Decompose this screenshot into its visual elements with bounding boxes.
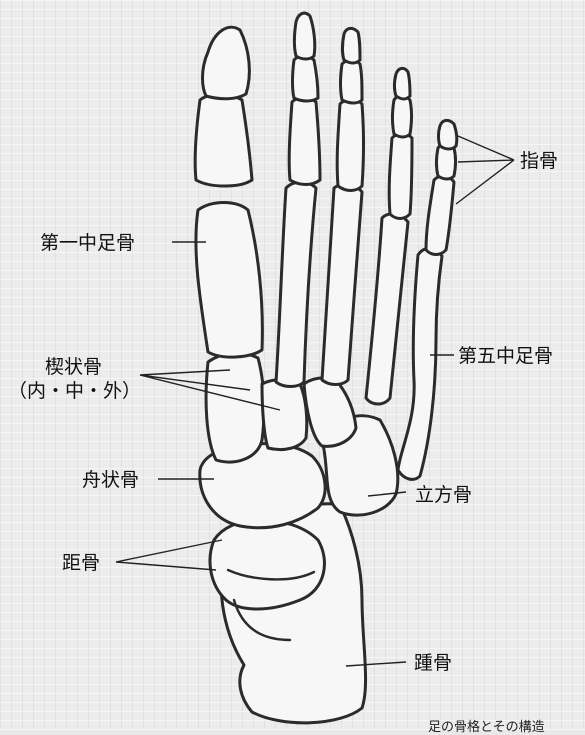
label-navicular: 舟状骨 [82,469,139,491]
label-phalanges: 指骨 [520,150,558,172]
toe-2-proximal-phalanx [289,98,320,185]
label-fifth-metatarsal: 第五中足骨 [458,345,553,367]
toe-4-middle-phalanx [393,96,412,138]
toe-4-distal-phalanx [395,68,411,99]
toe-2-middle-phalanx [293,56,319,102]
label-cuboid: 立方骨 [415,484,472,506]
toe-5-distal-phalanx [439,120,457,149]
toe-3-distal-phalanx [343,28,361,63]
label-talus: 距骨 [62,552,100,574]
toe-1-proximal-phalanx [195,94,252,186]
label-cuneiform: 楔状骨 [45,356,102,378]
metatarsal-1-bone [196,203,262,358]
lateral-cuneiform-bone [304,378,356,446]
leader-phalanges [456,136,514,204]
metatarsal-5-bone [398,248,442,479]
leader-talus [116,540,222,570]
toe-1-distal-phalanx [203,27,250,99]
figure-caption: 足の骨格とその構造 [428,716,545,735]
metatarsal-4-bone [366,214,408,404]
toe-2-distal-phalanx [295,13,315,59]
label-cuneiform-detail: （内・中・外） [8,380,141,402]
toe-3-middle-phalanx [341,60,363,104]
toe-5-proximal-phalanx [426,176,454,255]
talus-bone [210,520,324,609]
metatarsal-3-bone [322,184,362,385]
metatarsal-2-bone [276,182,316,387]
toe-4-proximal-phalanx [389,134,412,219]
medial-cuneiform-bone [206,353,264,462]
label-first-metatarsal: 第一中足骨 [40,232,135,254]
toe-3-proximal-phalanx [337,100,363,191]
label-calcaneus: 踵骨 [414,652,452,674]
intermediate-cuneiform-bone [262,380,307,450]
